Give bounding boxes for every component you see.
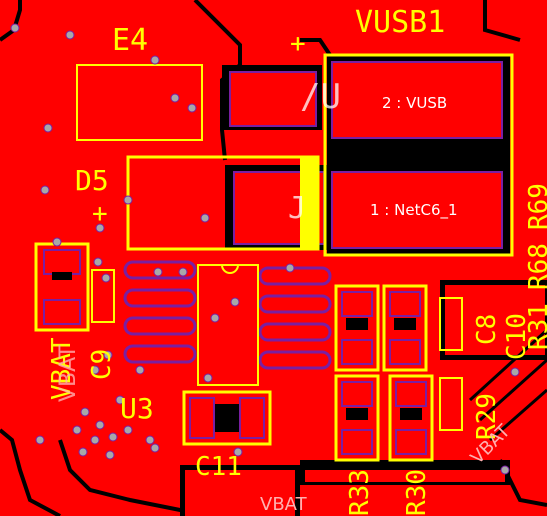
part-bodies [52,272,422,432]
diagonal-traces [468,328,547,442]
r29-outline [439,377,463,431]
pad1-net-label: 1 : NetC6_1 [370,201,458,220]
vusb1-pad-2[interactable] [331,61,503,139]
vbat-pad-label: VBAT [56,345,81,402]
vbat-bottom-net-label: VBAT [260,494,308,515]
r30-label: R30 [402,469,432,516]
u3-outline [197,264,259,386]
j-fragment-label: J [288,191,306,226]
r-left-upper-outline [334,284,380,372]
pad2-net-label: 2 : VUSB [382,94,447,112]
c9-outline [91,269,115,323]
small-pads [43,249,427,455]
copper-bottom-left [185,470,295,516]
u3-label: U3 [120,392,154,425]
r33-outline [334,374,380,462]
r29-label: R29 [472,393,502,440]
vbat-rot-label: VBAT [47,337,77,400]
d5-cathode-bar [300,157,318,249]
vusb1-outline [323,53,514,257]
vusb1-label: VUSB1 [355,5,445,40]
c9-label: C9 [87,349,117,380]
e4-label: E4 [112,23,148,58]
d5-label: D5 [75,164,109,197]
c11-label: C11 [195,452,242,482]
r31-label: R31 [524,303,547,350]
r69-label: R69 [524,183,547,230]
copper-pad-u4[interactable] [229,71,317,127]
r68-label: R68 [524,243,547,290]
vusb1-pad-1[interactable] [331,171,503,249]
e4-outline [76,64,203,141]
plus-marker-top: + [290,29,306,59]
c11-outline [182,390,272,446]
r33-label: R33 [345,469,375,516]
copper-bottom-trace [305,470,505,482]
r30-outline [388,374,434,462]
c8-outline [439,297,463,351]
u3-notch [221,264,239,274]
vias[interactable] [10,23,520,475]
c10-label: C10 [502,313,532,360]
r-right-upper-outline [382,284,428,372]
u3-right-pads [258,266,332,370]
small-parts[interactable] [34,242,463,462]
u4-fragment-label: /U [300,77,341,117]
plus-marker-left: + [92,199,108,229]
c9-vbat-outline [34,242,90,332]
c8-label: C8 [472,314,502,345]
u3-footprint[interactable] [123,260,332,386]
